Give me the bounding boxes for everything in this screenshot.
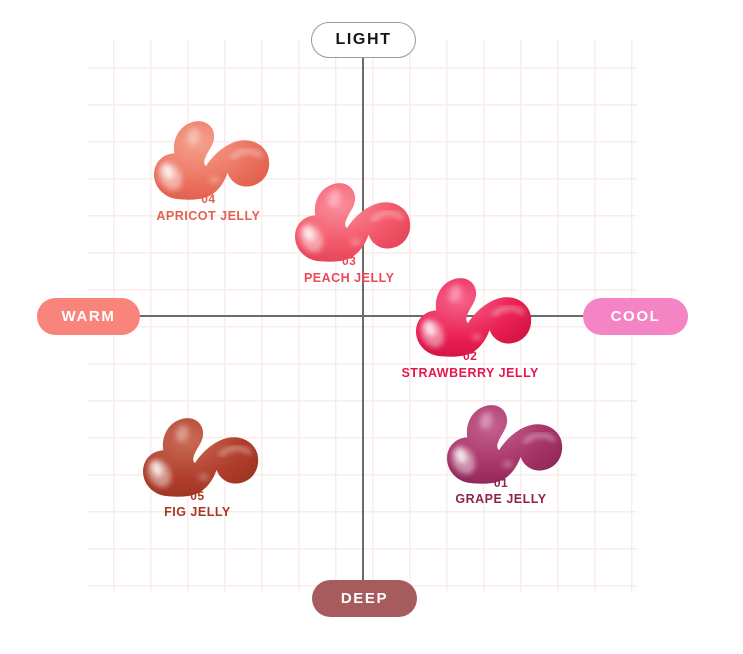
shade-number: 02 — [463, 349, 478, 364]
axis-label-light: LIGHT — [311, 22, 416, 58]
vertical-axis-line — [362, 58, 364, 580]
axis-label-warm: WARM — [37, 298, 140, 335]
blob-shape — [446, 404, 562, 484]
shade-name: PEACH JELLY — [303, 270, 395, 285]
blob-shape — [153, 121, 270, 200]
shade-number: 03 — [342, 253, 357, 268]
blob-shape — [294, 183, 410, 262]
shade-number: 01 — [493, 475, 509, 490]
shade-name: APRICOT JELLY — [156, 208, 261, 223]
jelly-swatch-blob — [415, 278, 531, 358]
blob-shape — [415, 278, 531, 358]
shade-number: 05 — [190, 488, 205, 503]
jelly-swatch-blob — [142, 417, 259, 497]
jelly-swatch-blob — [294, 183, 410, 262]
axis-label-deep: DEEP — [312, 580, 417, 617]
jelly-swatch-blob — [153, 121, 270, 200]
shade-name: FIG JELLY — [164, 505, 231, 520]
horizontal-axis-line — [140, 315, 583, 317]
blob-shape — [142, 417, 259, 497]
axis-label-cool: COOL — [583, 298, 688, 335]
shade-name: STRAWBERRY JELLY — [401, 366, 539, 380]
shade-name: GRAPE JELLY — [455, 492, 547, 507]
shade-number: 04 — [201, 192, 216, 207]
jelly-swatch-blob — [446, 404, 562, 484]
